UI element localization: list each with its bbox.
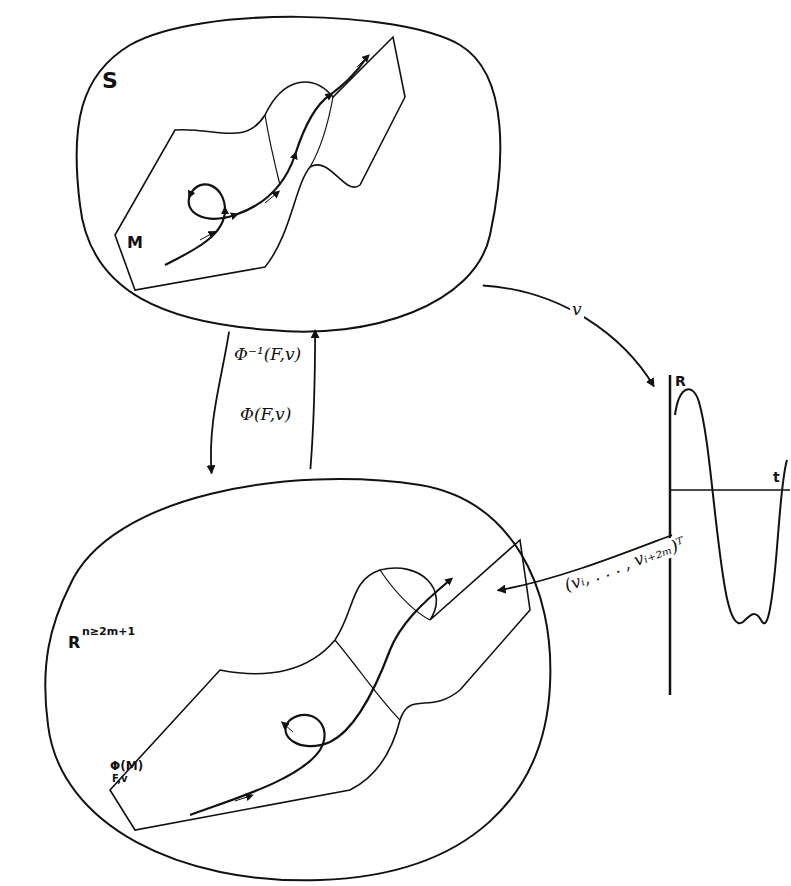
space-region-outline bbox=[70, 5, 500, 335]
node-label: t bbox=[773, 470, 780, 484]
node-label: M bbox=[127, 235, 143, 251]
mapping-arrow bbox=[483, 286, 654, 387]
embedding-space: Rn≥2m+1Φ(M) F,v bbox=[40, 465, 560, 883]
embedding-space-outline bbox=[40, 465, 560, 883]
signal-plot: Rt bbox=[645, 370, 791, 700]
manifold-surface: M bbox=[105, 35, 405, 295]
node-label: S bbox=[102, 70, 118, 92]
mapping-arrow bbox=[310, 330, 315, 469]
node-label: Φ(M) bbox=[110, 760, 143, 772]
node-label: n≥2m+1 bbox=[82, 626, 135, 637]
node-label: R bbox=[68, 635, 80, 651]
arrow-label: Φ⁻¹(F,v) bbox=[232, 345, 303, 364]
mapping-arrow bbox=[211, 332, 229, 474]
embedded-manifold: Φ(M) F,v bbox=[100, 520, 530, 850]
arrow-label: Φ(F,v) bbox=[238, 405, 293, 424]
signal-plot-outline bbox=[645, 370, 791, 700]
arrow-label: v bbox=[570, 300, 584, 319]
node-label: R bbox=[675, 374, 686, 388]
manifold-surface-outline bbox=[105, 35, 405, 295]
node-label: F,v bbox=[112, 774, 128, 784]
embedded-manifold-outline bbox=[100, 520, 530, 850]
space-region: SM bbox=[70, 5, 500, 335]
